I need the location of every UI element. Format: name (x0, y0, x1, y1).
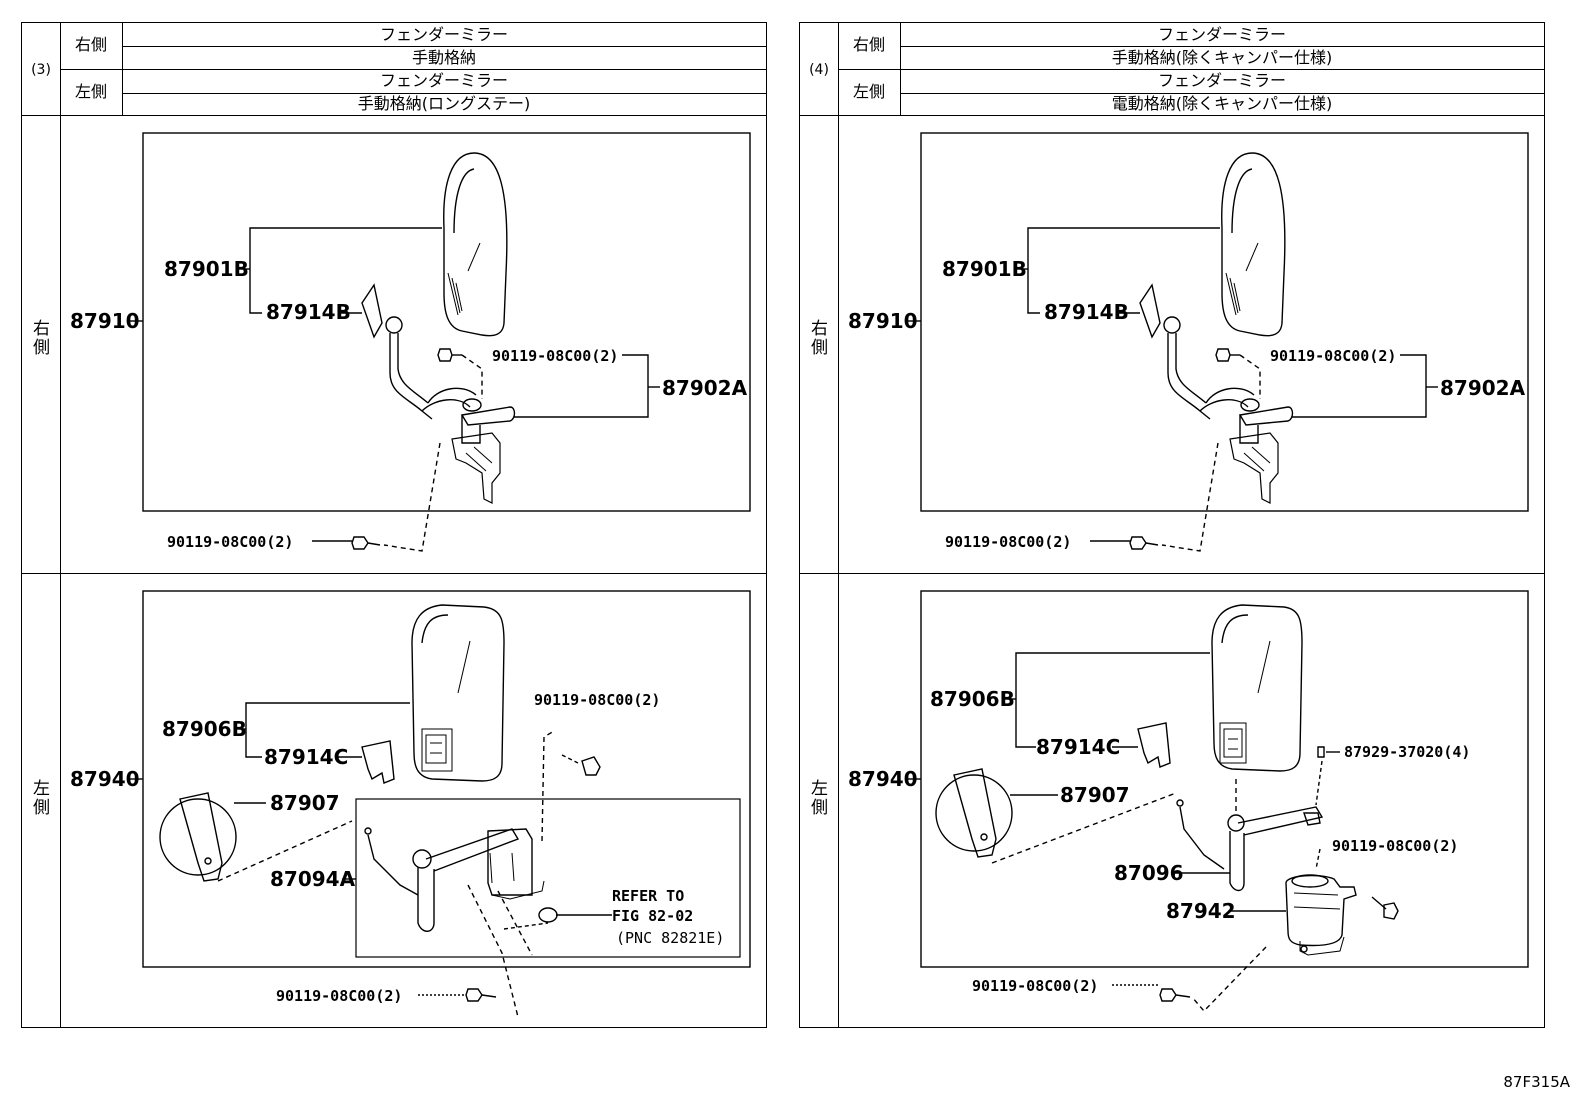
label-refer-1: REFER TO (612, 887, 684, 905)
label-mirror-upper: 87901B (942, 257, 1027, 281)
header-right-sub: 手動格納 (411, 48, 476, 67)
label-mirror-upper: 87901B (164, 257, 249, 281)
header-left-side-label: 左側 (74, 82, 107, 101)
header-left-side-label: 左側 (852, 82, 885, 101)
label-bolt-top-upper: 90119-08C00(2) (492, 347, 618, 365)
header-right-title: フェンダーミラー (1157, 25, 1286, 44)
header-right-side-label: 右側 (74, 35, 107, 54)
header-left-sub: 電動格納(除くキャンパー仕様) (1111, 94, 1333, 113)
panel-3: (3) 右側 左側 フェンダーミラー 手動格納 フェンダーミラー 手動格納(ロン… (21, 22, 767, 1028)
label-stay-lower: 87094A (270, 867, 356, 891)
label-cover-lower: 87914C (1036, 735, 1120, 759)
label-bolt-bottom-lower: 90119-08C00(2) (972, 977, 1098, 995)
label-bolt-top-upper: 90119-08C00(2) (1270, 347, 1396, 365)
label-bolt-bottom-lower: 90119-08C00(2) (276, 987, 402, 1005)
label-sub-mirror-lower: 87907 (270, 791, 340, 815)
label-sub-mirror-lower: 87907 (1060, 783, 1130, 807)
row-label-left: 左側 (29, 779, 49, 817)
header-left-title: フェンダーミラー (379, 71, 508, 90)
label-assy-upper: 87910 (848, 309, 918, 333)
header-right-side-label: 右側 (852, 35, 885, 54)
diagram-4: 87910 87901B 87914B 90119-08C00(2) 87902… (848, 132, 1529, 1013)
label-assy-upper: 87910 (70, 309, 140, 333)
label-refer-3: (PNC 82821E) (616, 929, 724, 947)
label-bolt-top-lower: 90119-08C00(2) (534, 691, 660, 709)
label-assy-lower: 87940 (70, 767, 140, 791)
figure-code: 87F315A (1503, 1073, 1570, 1091)
header-left-sub: 手動格納(ロングステー) (357, 94, 531, 113)
label-mirror-lower: 87906B (930, 687, 1015, 711)
panel-number: (3) (31, 62, 51, 78)
header-right-title: フェンダーミラー (379, 25, 508, 44)
header-left-title: フェンダーミラー (1157, 71, 1286, 90)
diagram-3: 87910 87901B 87914B 90119-08C00(2) 87902… (70, 132, 751, 1018)
label-motor-lower: 87942 (1166, 899, 1236, 923)
label-mirror-lower: 87906B (162, 717, 247, 741)
label-cover-lower: 87914C (264, 745, 348, 769)
panel-number: (4) (809, 62, 829, 78)
label-stay-upper: 87902A (1440, 376, 1526, 400)
label-refer-2: FIG 82-02 (612, 907, 693, 925)
label-cover-upper: 87914B (266, 300, 351, 324)
row-label-right: 右側 (807, 319, 827, 357)
label-stay-upper: 87902A (662, 376, 748, 400)
label-cover-upper: 87914B (1044, 300, 1129, 324)
row-label-right: 右側 (29, 319, 49, 357)
panel-4: (4) 右側 左側 フェンダーミラー 手動格納(除くキャンパー仕様) フェンダー… (799, 22, 1545, 1028)
label-bolt-bottom-upper: 90119-08C00(2) (945, 533, 1071, 551)
label-bolt-bottom-upper: 90119-08C00(2) (167, 533, 293, 551)
label-assy-lower: 87940 (848, 767, 918, 791)
row-label-left: 左側 (807, 779, 827, 817)
label-screw-lower: 87929-37020(4) (1344, 743, 1470, 761)
label-bolt-top-lower: 90119-08C00(2) (1332, 837, 1458, 855)
label-stay-lower: 87096 (1114, 861, 1184, 885)
header-right-sub: 手動格納(除くキャンパー仕様) (1111, 48, 1333, 67)
